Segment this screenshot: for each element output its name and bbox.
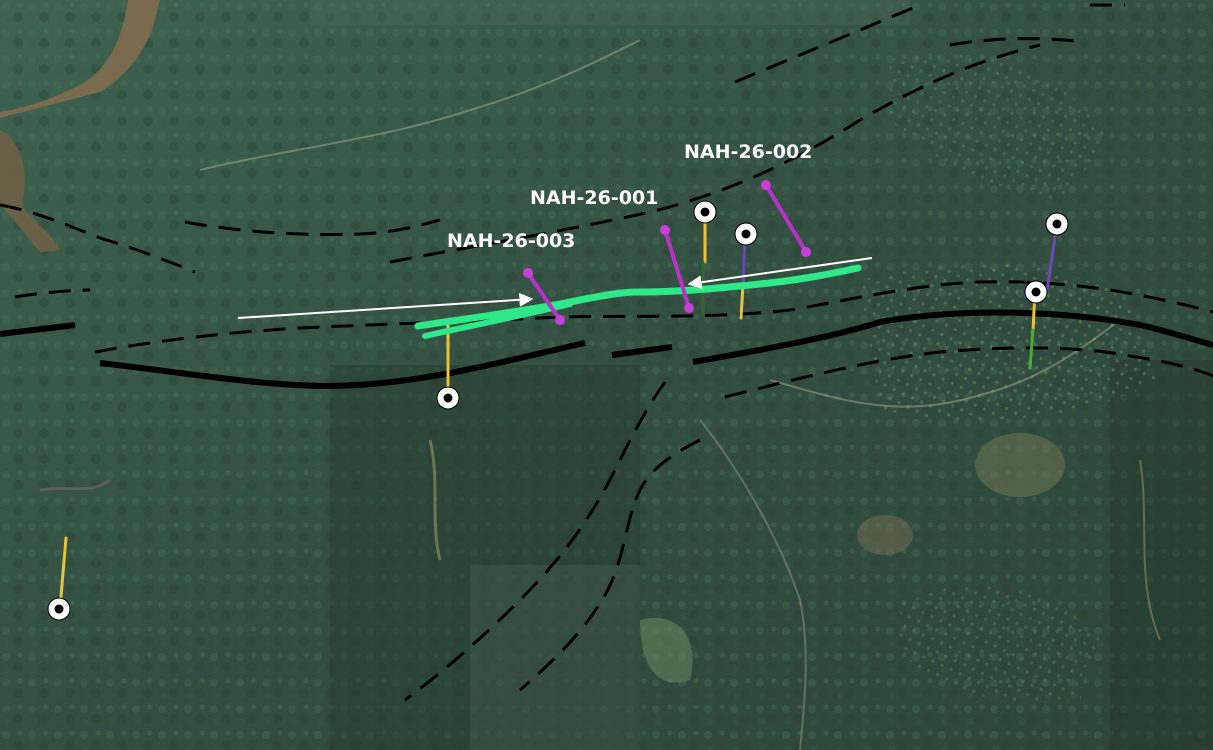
inferred-fault-8 — [94, 280, 1213, 354]
collar-marker-5[interactable] — [1045, 212, 1069, 236]
planned-hole-nah-26-003[interactable] — [523, 268, 565, 325]
imagery-tile-dark-1 — [330, 365, 640, 750]
river-lower — [0, 130, 60, 252]
hole-collar-dot — [523, 268, 533, 278]
inferred-fault-4 — [734, 3, 921, 84]
planned-hole-nah-26-001[interactable] — [660, 225, 694, 313]
inferred-fault-3 — [389, 43, 1041, 264]
track-6 — [1139, 459, 1161, 641]
collar-marker-1[interactable] — [436, 386, 460, 410]
major-fault-east — [692, 309, 1213, 365]
hole-label-nah-26-001: NAH-26-001 — [530, 187, 658, 209]
major-fault-gap — [611, 344, 673, 358]
major-fault-west — [0, 322, 76, 337]
plantation-area-1 — [860, 263, 1160, 420]
inferred-fault-7 — [14, 288, 91, 299]
collar-marker-3[interactable] — [693, 200, 717, 224]
collar-marker-2[interactable] — [47, 597, 71, 621]
track-3 — [699, 419, 807, 750]
major-fault-main — [99, 340, 586, 390]
imagery-tile-dark-2 — [1110, 360, 1213, 750]
collar-marker-6[interactable] — [1024, 280, 1048, 304]
hole-collar-dot — [660, 225, 670, 235]
track-5 — [39, 478, 111, 492]
hole-label-nah-26-002: NAH-26-002 — [684, 141, 812, 163]
clearing-1 — [975, 433, 1065, 497]
hole-collar-dot — [761, 180, 771, 190]
hole-toe-dot — [684, 303, 694, 313]
collar-markers — [47, 200, 1069, 621]
plantation-area-4 — [640, 618, 693, 683]
track-1 — [199, 39, 641, 171]
imagery-tile-light-2 — [310, 0, 910, 25]
planned-drill-holes — [523, 180, 811, 325]
inferred-fault-9 — [724, 346, 1213, 399]
inferred-fault-5 — [949, 37, 1086, 47]
track-4 — [428, 439, 442, 561]
inferred-fault-2 — [184, 218, 441, 236]
plantation-area-3 — [900, 585, 1100, 703]
historic-trace-4b — [739, 283, 745, 320]
arrow-west — [237, 292, 534, 319]
inferred-faults — [0, 3, 1213, 702]
historic-trace-2 — [58, 536, 68, 610]
plantation-area-2 — [890, 52, 1110, 200]
inferred-fault-1 — [0, 203, 196, 274]
collar-marker-4[interactable] — [734, 222, 758, 246]
hole-label-nah-26-003: NAH-26-003 — [447, 230, 575, 252]
inferred-fault-11 — [519, 438, 701, 692]
historic-trace-6b — [1028, 328, 1035, 370]
arrow-east — [687, 257, 873, 290]
planned-hole-nah-26-002[interactable] — [761, 180, 811, 257]
hole-toe-dot — [555, 315, 565, 325]
inferred-fault-10 — [404, 381, 667, 702]
river — [0, 0, 160, 118]
major-faults — [0, 309, 1213, 390]
hole-toe-dot — [801, 247, 811, 257]
mineralized-zone-main — [414, 264, 862, 330]
clearing-2 — [857, 515, 913, 555]
imagery-tile-light-1 — [470, 565, 640, 750]
